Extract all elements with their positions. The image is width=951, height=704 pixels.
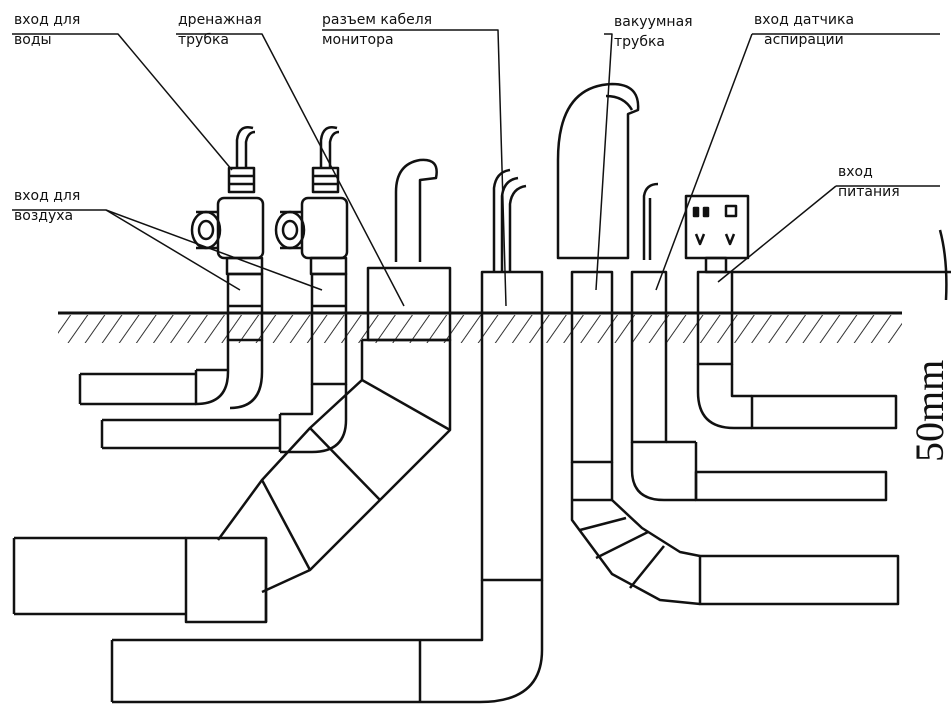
water-inlet-label: вход для воды xyxy=(14,10,80,50)
drain-tube-pipe xyxy=(12,158,452,624)
monitor-cable-label-line1: разъем кабеля xyxy=(322,12,433,28)
aspiration-sensor-label-line2: аспирации xyxy=(764,32,844,48)
air-inlet-label: вход для воздуха xyxy=(14,186,80,226)
power-inlet-label: вход питания xyxy=(838,162,900,202)
drain-tube-label-line1: дренажная xyxy=(178,12,262,28)
water-inlet-label-line2: воды xyxy=(14,32,52,48)
aspiration-sensor-label-line1: вход датчика xyxy=(754,12,855,28)
air-inlet-label-line1: вход для xyxy=(14,188,81,204)
leader-lines xyxy=(12,29,940,307)
dimension-label: 50mm xyxy=(907,359,951,462)
aspiration-sensor-pipe xyxy=(630,182,888,502)
vacuum-tube-label-line2: трубка xyxy=(614,34,665,50)
power-inlet-pipe xyxy=(684,194,898,430)
vacuum-tube-pipe xyxy=(556,82,900,606)
drain-tube-label: дренажная трубка xyxy=(178,10,262,50)
water-inlet-label-line1: вход для xyxy=(14,12,81,28)
air-inlet-label-line2: воздуха xyxy=(14,208,74,224)
vacuum-tube-label-line1: вакуумная xyxy=(614,14,693,30)
monitor-cable-label: разъем кабеля монитора xyxy=(322,10,432,50)
dimension-marker xyxy=(732,229,951,301)
monitor-cable-label-line2: монитора xyxy=(322,32,394,48)
monitor-cable-pipe xyxy=(110,168,544,704)
water-inlet-pipe xyxy=(78,126,265,410)
air-inlet-pipe xyxy=(100,126,349,454)
vacuum-tube-label: вакуумная трубка xyxy=(614,12,693,52)
power-inlet-label-line2: питания xyxy=(838,184,900,200)
power-inlet-label-line1: вход xyxy=(838,164,873,180)
aspiration-sensor-label: вход датчика аспирации xyxy=(754,10,854,50)
drain-tube-label-line2: трубка xyxy=(178,32,229,48)
floor-line xyxy=(58,311,902,343)
